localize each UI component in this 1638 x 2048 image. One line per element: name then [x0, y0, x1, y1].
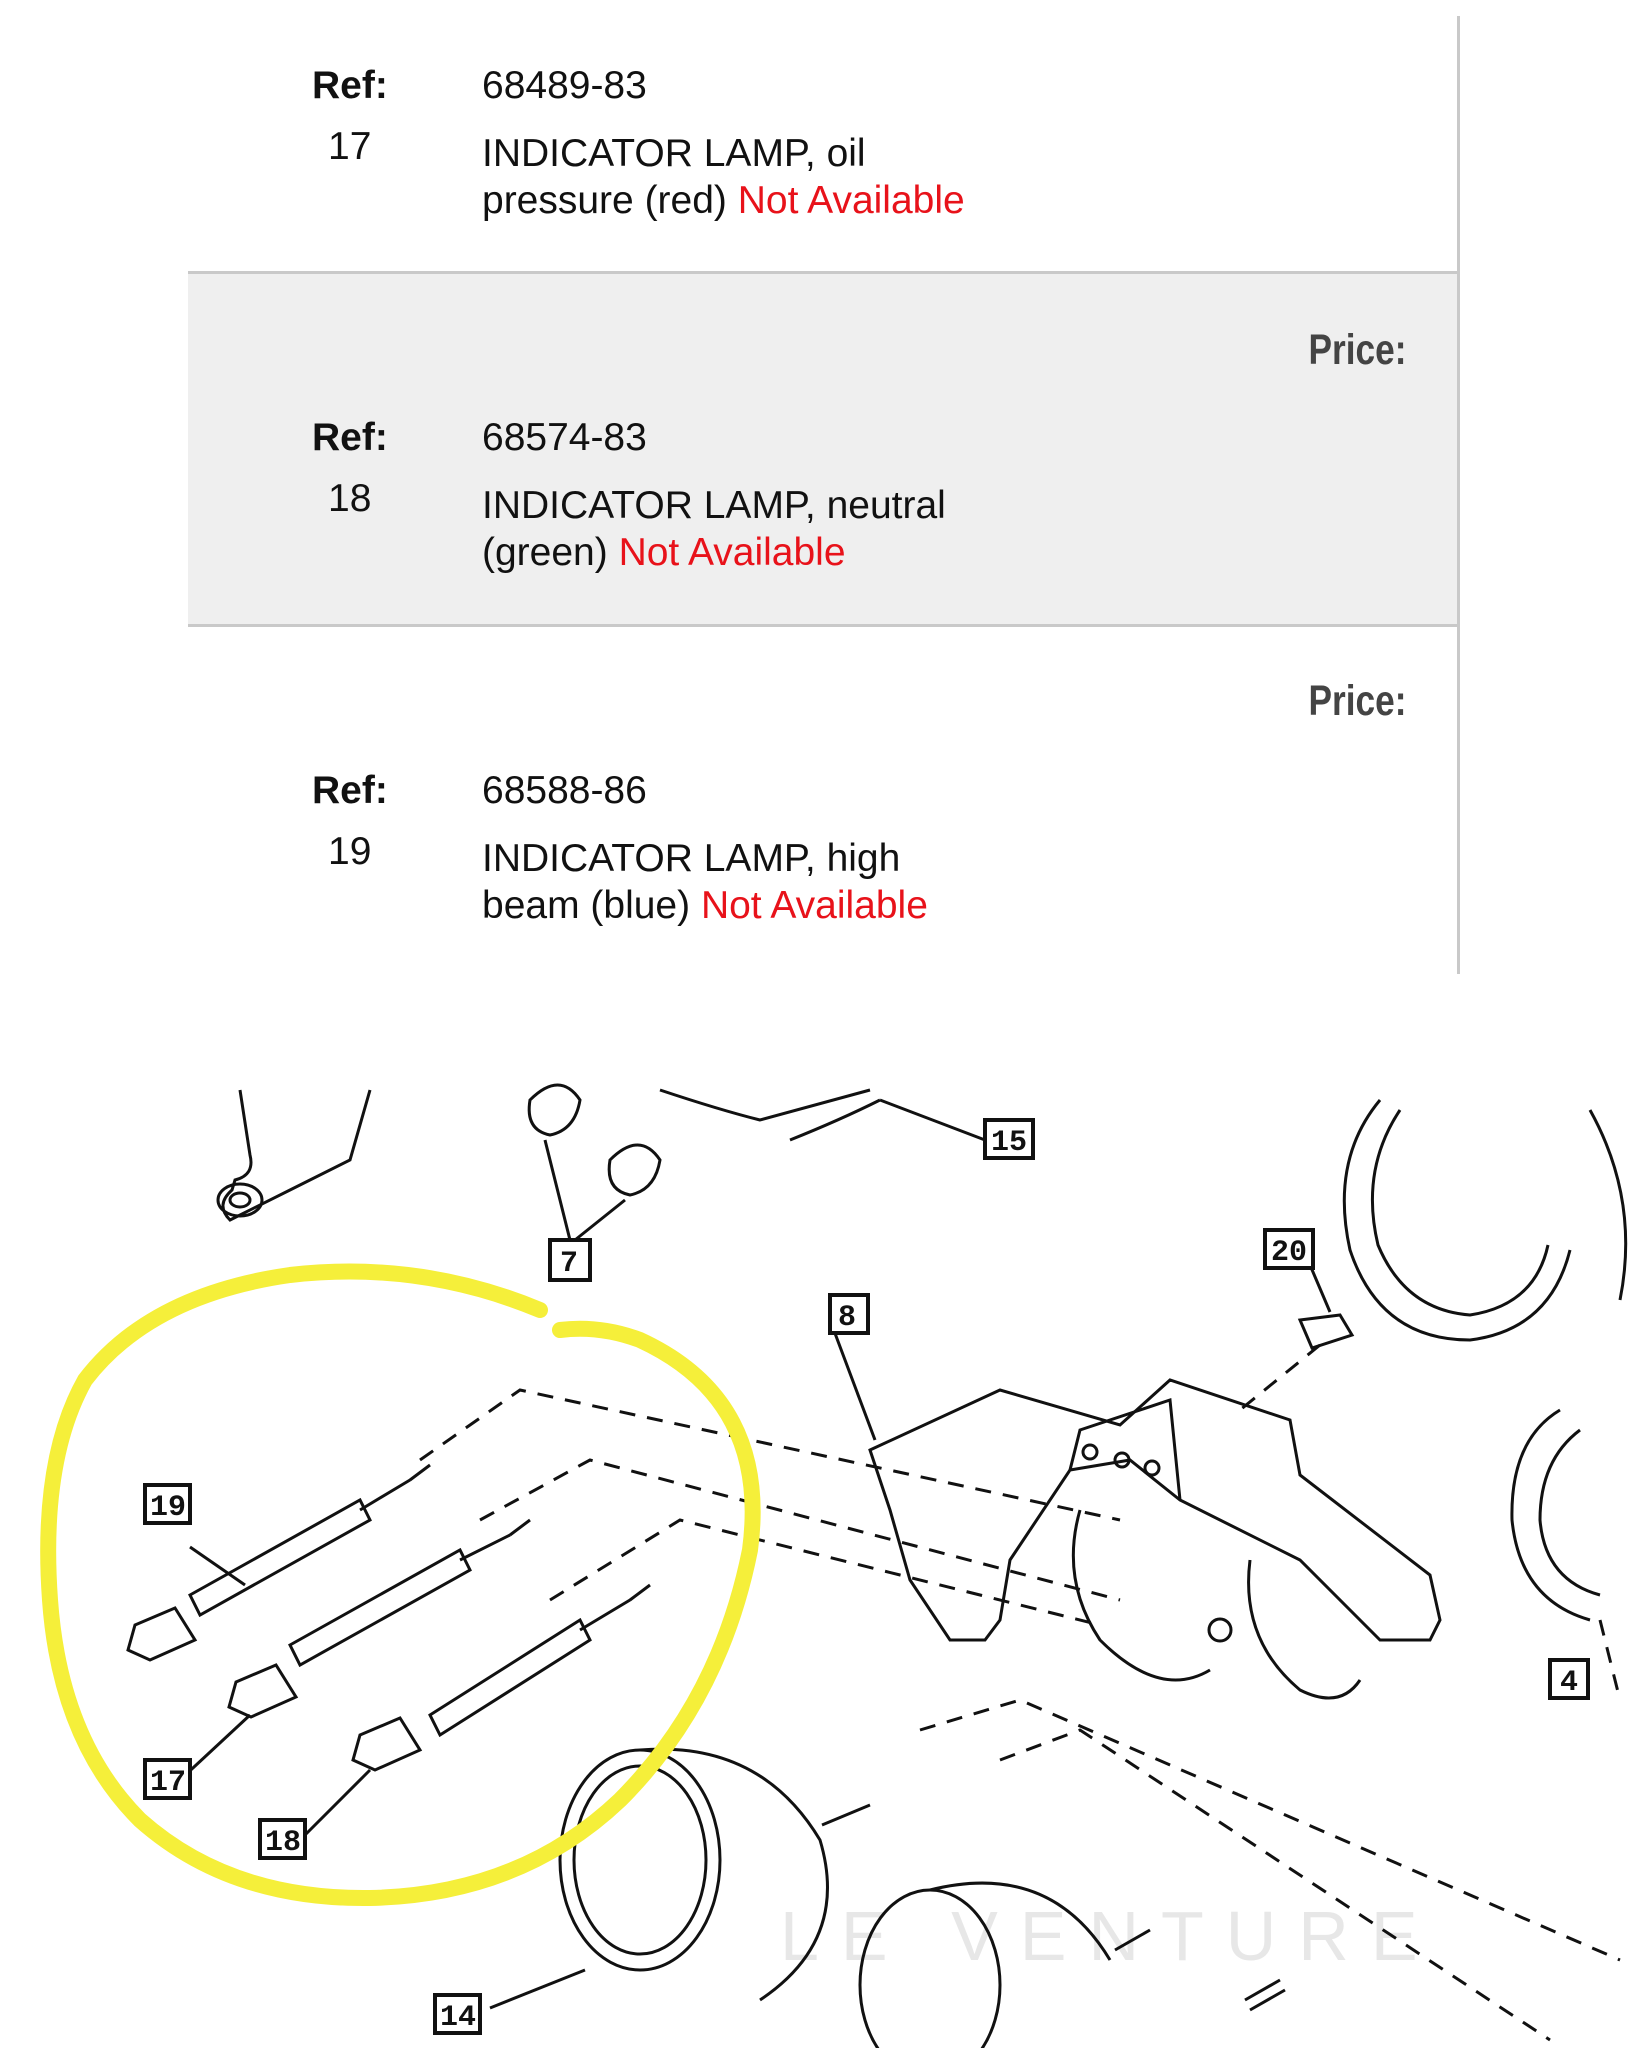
ref-label: Ref: — [312, 769, 388, 812]
row-divider — [188, 271, 1457, 274]
description-line1: INDICATOR LAMP, oil — [482, 132, 866, 175]
column-divider — [1457, 16, 1460, 974]
parts-diagram: LE VENTURE — [40, 1083, 1628, 2048]
svg-text:8: 8 — [838, 1301, 856, 1335]
description-line2: (green) — [482, 531, 608, 574]
parts-list: Ref: 17 68489-83 INDICATOR LAMP, oil pre… — [188, 0, 1460, 974]
availability-status: Not Available — [737, 179, 965, 222]
highlight-circle — [40, 1263, 761, 1907]
svg-text:18: 18 — [265, 1826, 301, 1860]
watermark-text: LE VENTURE — [780, 1897, 1440, 1975]
ref-number: 19 — [328, 830, 372, 873]
part-number: 68489-83 — [482, 64, 647, 107]
callout-7: 7 — [548, 1238, 592, 1282]
part-description: INDICATOR LAMP, neutral (green) Not Avai… — [482, 482, 1182, 576]
description-line1: INDICATOR LAMP, neutral — [482, 484, 946, 527]
callout-boxes: 19 17 18 7 8 14 15 20 — [143, 1118, 1590, 2035]
callout-20: 20 — [1263, 1228, 1315, 1270]
diagram-linework — [126, 1083, 1628, 2048]
svg-text:14: 14 — [440, 2001, 476, 2035]
description-line2: pressure (red) — [482, 179, 727, 222]
svg-text:17: 17 — [150, 1766, 186, 1800]
price-label: Price: — [1308, 326, 1407, 374]
callout-15: 15 — [983, 1118, 1035, 1160]
part-description: INDICATOR LAMP, high beam (blue) Not Ava… — [482, 835, 1182, 929]
svg-text:15: 15 — [991, 1126, 1027, 1160]
callout-18: 18 — [258, 1818, 307, 1860]
ref-number: 17 — [328, 125, 372, 168]
callout-17: 17 — [143, 1758, 192, 1800]
description-line1: INDICATOR LAMP, high — [482, 837, 901, 880]
part-row-18[interactable]: Price: Ref: 18 68574-83 INDICATOR LAMP, … — [188, 274, 1457, 624]
svg-text:20: 20 — [1271, 1236, 1307, 1270]
price-label: Price: — [1308, 677, 1407, 725]
availability-status: Not Available — [618, 531, 846, 574]
part-number: 68574-83 — [482, 416, 647, 459]
part-row-17[interactable]: Ref: 17 68489-83 INDICATOR LAMP, oil pre… — [188, 0, 1457, 272]
callout-8: 8 — [828, 1293, 870, 1335]
availability-status: Not Available — [700, 884, 928, 927]
svg-text:7: 7 — [560, 1247, 578, 1281]
part-description: INDICATOR LAMP, oil pressure (red) Not A… — [482, 130, 1182, 224]
callout-19: 19 — [143, 1483, 192, 1525]
callout-4: 4 — [1548, 1658, 1590, 1700]
svg-text:19: 19 — [150, 1491, 186, 1525]
callout-14: 14 — [433, 1993, 482, 2035]
ref-label: Ref: — [312, 416, 388, 459]
ref-label: Ref: — [312, 64, 388, 107]
ref-number: 18 — [328, 477, 372, 520]
part-number: 68588-86 — [482, 769, 647, 812]
part-row-19[interactable]: Price: Ref: 19 68588-86 INDICATOR LAMP, … — [188, 627, 1457, 974]
row-divider — [188, 624, 1457, 627]
description-line2: beam (blue) — [482, 884, 691, 927]
svg-text:4: 4 — [1560, 1666, 1578, 1700]
